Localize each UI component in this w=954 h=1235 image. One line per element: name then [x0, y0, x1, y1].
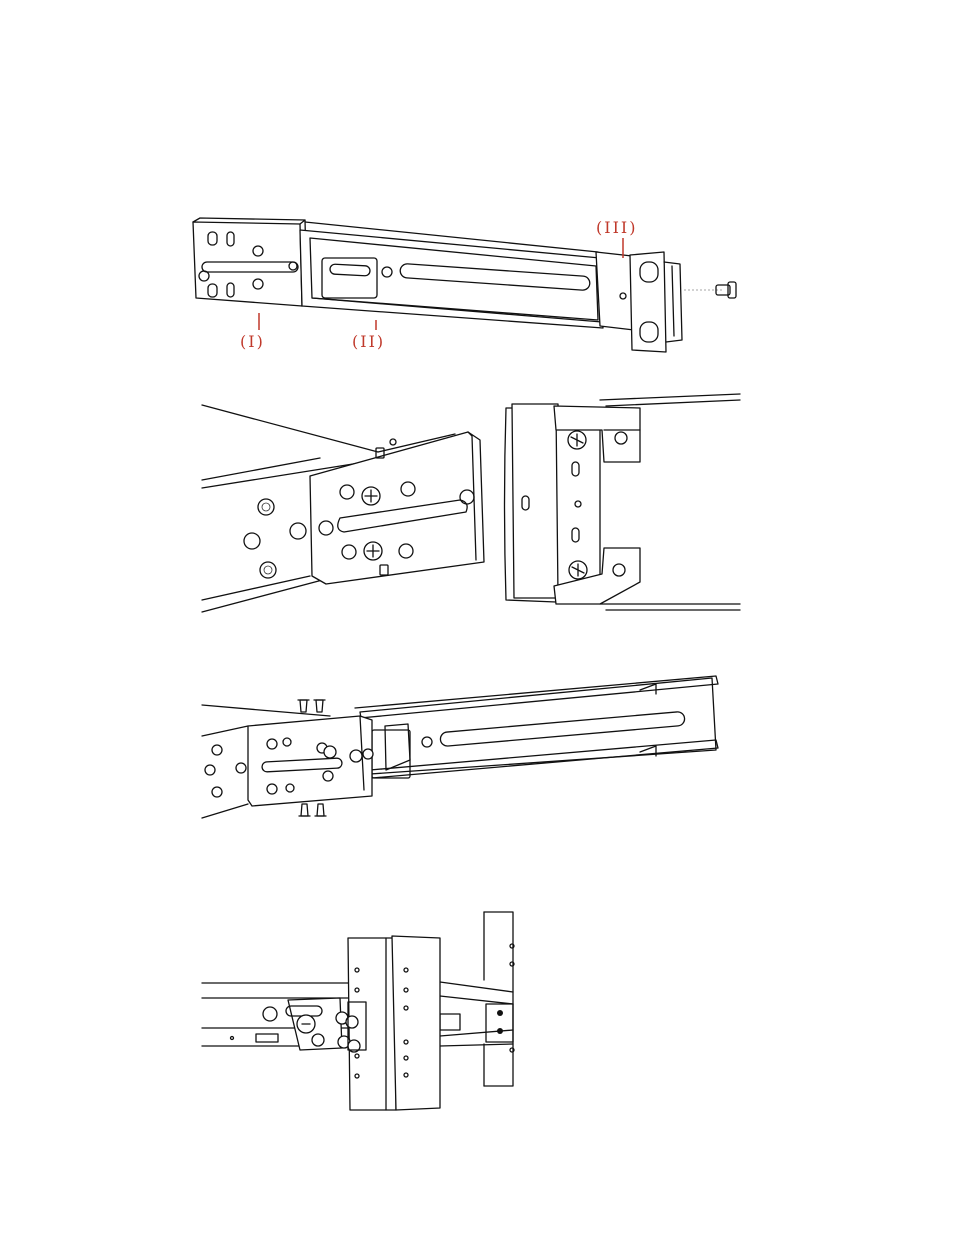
- callout-label-3: (III): [596, 218, 637, 237]
- callout-label-1: (I): [240, 332, 265, 351]
- callout-label-2: (II): [352, 332, 385, 351]
- rear-bracket: [193, 218, 307, 306]
- front-bracket: [596, 252, 682, 352]
- figure-front-end-view: [505, 394, 741, 610]
- mounting-screw: [684, 282, 736, 298]
- middle-rail: [300, 222, 603, 328]
- mounting-screws-bottom: [299, 804, 326, 816]
- figure-rear-attach: [202, 405, 484, 612]
- figure-rail-mounted: [202, 676, 718, 818]
- mounting-screws-top: [298, 700, 325, 712]
- figure-rack-install: [202, 912, 514, 1110]
- figure-rail-exploded: (I) (II) (III): [193, 218, 736, 352]
